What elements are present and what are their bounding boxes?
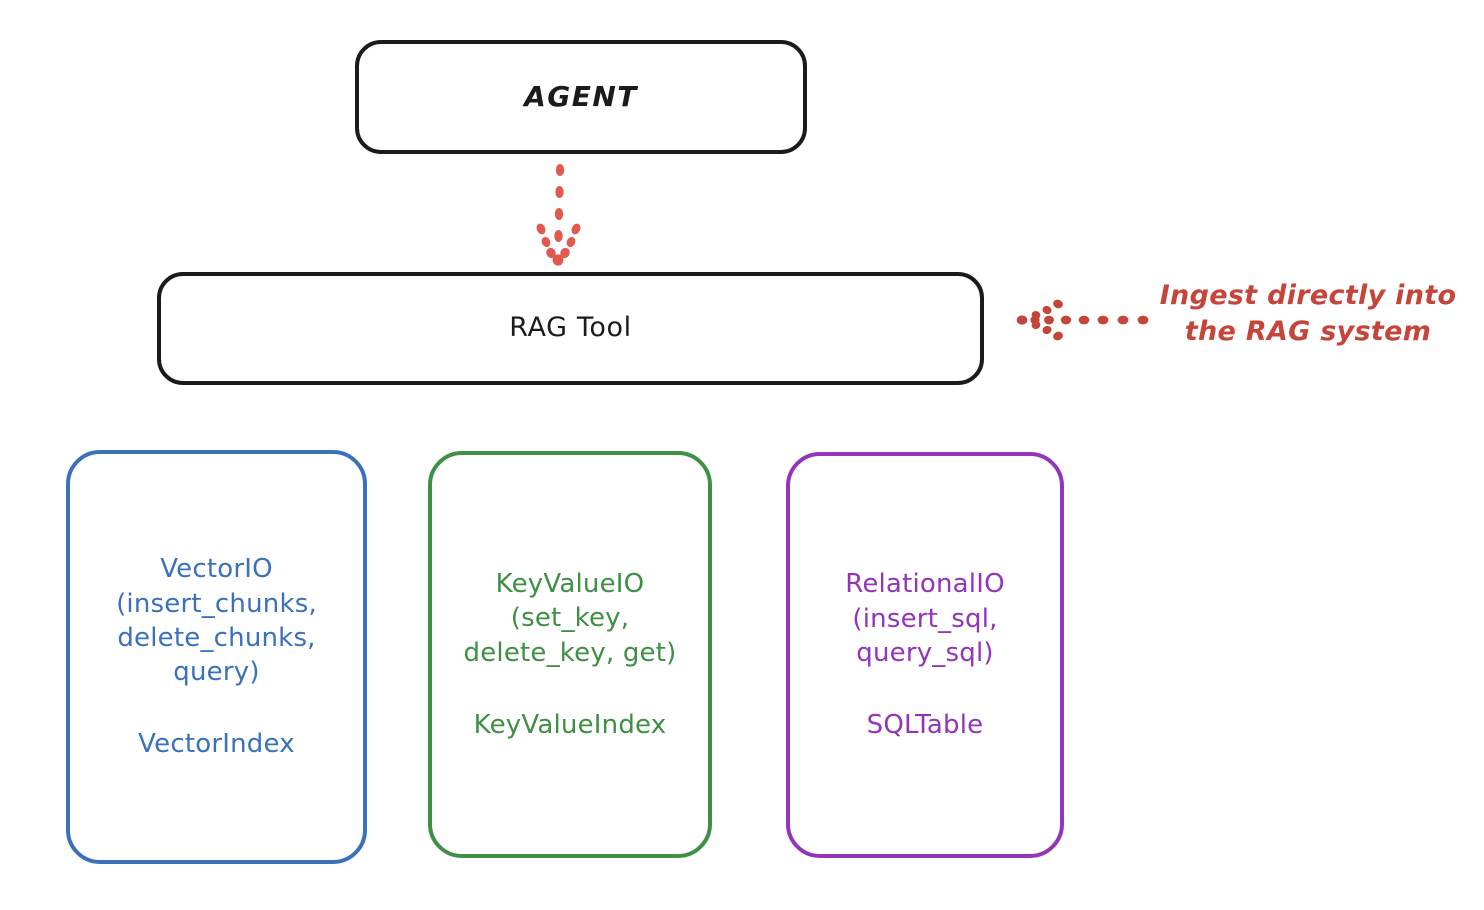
relational-io-api-label: RelationalIO (insert_sql, query_sql) bbox=[845, 569, 1005, 668]
agent-to-rag-tool-dotted-arrow-icon bbox=[536, 164, 581, 266]
relational-io-node[interactable]: RelationalIO (insert_sql, query_sql) SQL… bbox=[786, 452, 1064, 858]
vector-io-node[interactable]: VectorIO (insert_chunks, delete_chunks, … bbox=[66, 450, 367, 864]
rag-tool-node[interactable]: RAG Tool bbox=[157, 272, 984, 385]
key-value-io-stack: KeyValueIO (set_key, delete_key, get) Ke… bbox=[464, 567, 677, 742]
ingest-dotted-arrow-icon bbox=[1016, 299, 1149, 341]
relational-io-index-label: SQLTable bbox=[866, 710, 984, 741]
vector-io-index-label: VectorIndex bbox=[138, 729, 295, 760]
agent-node[interactable]: AGENT bbox=[355, 40, 807, 154]
key-value-io-api-label: KeyValueIO (set_key, delete_key, get) bbox=[463, 568, 677, 668]
vector-io-stack: VectorIO (insert_chunks, delete_chunks, … bbox=[116, 552, 317, 762]
relational-io-stack: RelationalIO (insert_sql, query_sql) SQL… bbox=[845, 567, 1005, 742]
key-value-io-index-label: KeyValueIndex bbox=[473, 709, 667, 740]
key-value-io-node[interactable]: KeyValueIO (set_key, delete_key, get) Ke… bbox=[428, 451, 712, 858]
ingest-annotation-text: Ingest directly into the RAG system bbox=[1159, 280, 1457, 348]
vector-io-api-label: VectorIO (insert_chunks, delete_chunks, … bbox=[116, 554, 317, 688]
agent-node-label: AGENT bbox=[524, 80, 638, 114]
rag-tool-node-label: RAG Tool bbox=[509, 312, 632, 344]
